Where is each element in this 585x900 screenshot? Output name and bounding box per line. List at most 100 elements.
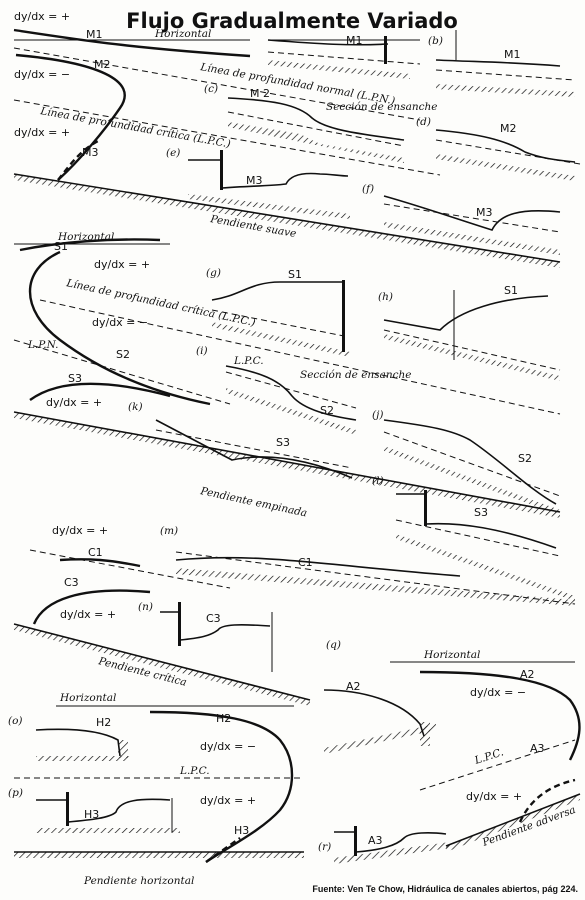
page-title: Flujo Gradualmente Variado (126, 9, 458, 33)
subfig-q-surface (323, 689, 425, 737)
steep-subfigure-k: (k) S3 (128, 401, 353, 479)
adverse-subfigure-r: (r) A3 (318, 826, 450, 864)
subfig-g-surface (211, 281, 344, 301)
horizontal-subfigure-p: (p) H3 (8, 787, 180, 833)
critical-lpc-line (29, 549, 231, 589)
subfig-g-tag: (g) (206, 267, 221, 279)
mild-sign-minus: dy/dx = − (14, 68, 70, 81)
subfig-i-surface (225, 365, 357, 421)
source-credit: Fuente: Ven Te Chow, Hidráulica de canal… (312, 884, 578, 894)
subfig-c-tag: (c) (204, 83, 218, 95)
steep-s3-curve (29, 382, 171, 401)
steep-lpn-line (13, 339, 231, 405)
mild-subfigure-b: (b) M1 (428, 30, 576, 97)
subfig-l-surface (425, 522, 557, 549)
steep-sign-plus: dy/dx = + (94, 258, 150, 271)
adverse-lpc-line (419, 739, 576, 791)
subfig-n-surface (179, 624, 271, 641)
horizontal-slope-label: Pendiente horizontal (83, 875, 194, 887)
subfig-r-surface (355, 832, 447, 853)
adverse-channel-bed (446, 794, 580, 852)
subfig-l-tag: (l) (372, 475, 384, 487)
subfig-a-label: M1 (346, 34, 363, 47)
adverse-a2-label: A2 (520, 668, 535, 681)
subfig-r-tag: (r) (318, 841, 331, 853)
steep-subfigure-h: (h) S1 (378, 284, 561, 381)
steep-s2-curve (28, 250, 211, 406)
subfig-b-label: M1 (504, 48, 521, 61)
subfig-e-gate (220, 150, 223, 190)
steep-lpn-label: L.P.N. (27, 339, 58, 351)
subfig-p-tag: (p) (8, 787, 23, 799)
steep-bed-line (13, 411, 561, 513)
steep-channel-bed (14, 412, 560, 518)
subfig-o-drop (118, 740, 128, 758)
steep-subfigure-j: (j) S2 (372, 409, 561, 515)
critical-channel-bed (14, 624, 310, 706)
subfig-n-tag: (n) (138, 601, 153, 613)
subfig-j-label: S2 (518, 452, 532, 465)
mild-lpn-line (13, 47, 421, 121)
mild-subfigure-d: (d) M2 (416, 116, 581, 181)
subfig-b-surface (435, 59, 561, 67)
subfig-k-surface (155, 419, 353, 479)
steep-subfigure-i: (i) L.P.C. Sección de ensanche S2 (196, 345, 411, 435)
steep-slope-label: Pendiente empinada (198, 485, 308, 520)
horizontal-sign-plus: dy/dx = + (200, 794, 256, 807)
mild-slope-section: dy/dx = + dy/dx = − dy/dx = + Horizontal… (13, 10, 581, 268)
steep-subfigure-g: (g) S1 (206, 267, 350, 357)
adverse-a3-curve (518, 778, 576, 823)
subfig-o-label: H2 (96, 716, 111, 729)
subfig-a-dam (384, 36, 387, 64)
subfig-d-tag: (d) (416, 116, 431, 128)
adverse-a3-label: A3 (530, 742, 545, 755)
horizontal-horizontal-label: Horizontal (59, 692, 116, 704)
subfig-n-label: C3 (206, 612, 221, 625)
subfig-n-gate (178, 602, 181, 646)
mild-m3-label: M3 (82, 146, 99, 159)
subfig-q-label: A2 (346, 680, 361, 693)
adverse-a2-curve (419, 670, 581, 761)
mild-m1-label: M1 (86, 28, 103, 41)
subfig-m-tag: (m) (160, 525, 178, 537)
subfig-o-surface (35, 728, 121, 757)
critical-bed-line (13, 623, 311, 701)
steep-s1-curve (19, 238, 161, 252)
steep-s3-label: S3 (68, 372, 82, 385)
subfig-i-lpc-label: L.P.C. (233, 355, 264, 367)
subfig-m-surface (175, 556, 461, 577)
mild-subfigure-e: (e) M3 (166, 147, 350, 219)
steep-sign-minus: dy/dx = − (92, 316, 148, 329)
horizontal-slope-section: (o) Horizontal H2 dy/dx = − L.P.C. dy/dx… (8, 692, 304, 887)
subfig-h-tag: (h) (378, 291, 393, 303)
subfig-c-seccion: Sección de ensanche (326, 101, 437, 113)
subfig-h-label: S1 (504, 284, 518, 297)
mild-subfigure-f: (f) M3 (362, 183, 561, 255)
subfig-e-tag: (e) (166, 147, 180, 159)
critical-c1-curve (59, 558, 141, 568)
horizontal-sign-minus: dy/dx = − (200, 740, 256, 753)
mild-channel-bed (14, 174, 560, 268)
adverse-slope-section: (q) Horizontal A2 dy/dx = − L.P.C. A3 dy… (318, 639, 581, 864)
subfig-k-tag: (k) (128, 401, 143, 413)
steep-subfigure-l: (l) S3 (372, 475, 575, 601)
mild-bed-line (13, 173, 561, 263)
subfig-f-surface (383, 195, 561, 231)
subfig-f-tag: (f) (362, 183, 374, 195)
subfig-l-label: S3 (474, 506, 488, 519)
mild-sign-plus-bottom: dy/dx = + (14, 126, 70, 139)
adverse-bed-line (445, 793, 581, 847)
mild-m2-curve (15, 53, 126, 181)
subfig-m-label: C1 (298, 556, 313, 569)
subfig-k-label: S3 (276, 436, 290, 449)
steep-sign-plus-bottom: dy/dx = + (46, 396, 102, 409)
adverse-sign-plus: dy/dx = + (466, 790, 522, 803)
subfig-g-label: S1 (288, 268, 302, 281)
mild-lpc-line (13, 99, 441, 176)
subfig-f-label: M3 (476, 206, 493, 219)
critical-sign-plus-bottom: dy/dx = + (60, 608, 116, 621)
subfig-r-gate (354, 826, 357, 856)
horizontal-h3-label: H3 (234, 824, 249, 837)
